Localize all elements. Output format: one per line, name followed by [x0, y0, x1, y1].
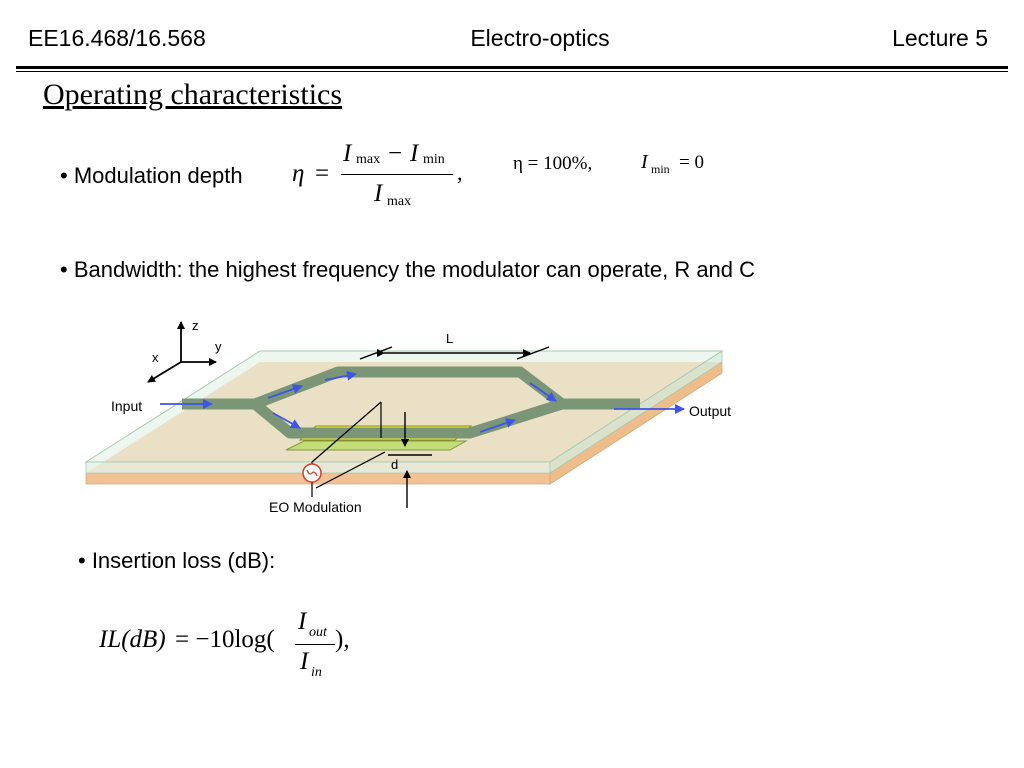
eq-il-close: ),	[335, 626, 350, 653]
bullet-insertion-loss: • Insertion loss (dB):	[78, 548, 276, 573]
eq-imin-sub: min	[651, 162, 670, 176]
eq-num-sub-max: max	[356, 152, 381, 167]
eq-den-sub-max: max	[387, 194, 412, 209]
substrate	[85, 361, 723, 485]
bullet-modulation-depth: • Modulation depth	[60, 163, 243, 188]
axis-x-label: x	[152, 350, 159, 365]
axis-y-label: y	[215, 339, 222, 354]
eq-imin-i: I	[641, 151, 648, 173]
eq-eta-symbol: η	[292, 160, 305, 187]
light-arrows	[160, 370, 685, 433]
header-rule-thick	[16, 66, 1008, 69]
eq-equals: =	[315, 160, 330, 187]
slide-title: Operating characteristics	[43, 78, 343, 111]
coordinate-axes	[147, 321, 217, 383]
bullet-bandwidth: • Bandwidth: the highest frequency the m…	[60, 257, 756, 282]
eq-il-num-i: I	[298, 608, 307, 635]
eq-num-i1: I	[343, 140, 352, 167]
eq-imin-value: = 0	[679, 152, 704, 173]
eq-il-num-sub-out: out	[309, 625, 327, 640]
eq-num-sub-min: min	[423, 152, 445, 167]
lecture-number: Lecture 5	[892, 25, 988, 51]
eq-il-lhs: IL(dB)	[99, 626, 166, 653]
eq-il-fraction-bar	[295, 644, 335, 645]
eq-fraction-bar	[341, 174, 453, 175]
eq-num-i2: I	[410, 140, 419, 167]
eq-comma: ,	[457, 160, 463, 185]
header-rule-thin	[16, 71, 1008, 72]
voltage-source	[302, 401, 386, 497]
eq-num-minus: −	[388, 140, 403, 167]
gap-label: d	[391, 457, 398, 472]
length-label: L	[446, 331, 453, 346]
eo-modulation-label: EO Modulation	[269, 499, 362, 515]
gap-dimension	[388, 412, 432, 508]
eq-il-rhs: = −10log(	[175, 626, 275, 653]
length-dimension	[359, 346, 550, 360]
eq-eta-value: η = 100%,	[513, 153, 593, 174]
course-subject: Electro-optics	[470, 25, 610, 51]
input-label: Input	[111, 398, 142, 414]
axis-z-label: z	[192, 318, 199, 333]
waveguide	[182, 366, 640, 439]
eq-il-den-i: I	[300, 648, 309, 675]
output-label: Output	[689, 403, 731, 419]
eq-il-den-sub-in: in	[311, 665, 322, 680]
course-code: EE16.468/16.568	[28, 25, 206, 51]
eq-den-i: I	[374, 180, 383, 207]
